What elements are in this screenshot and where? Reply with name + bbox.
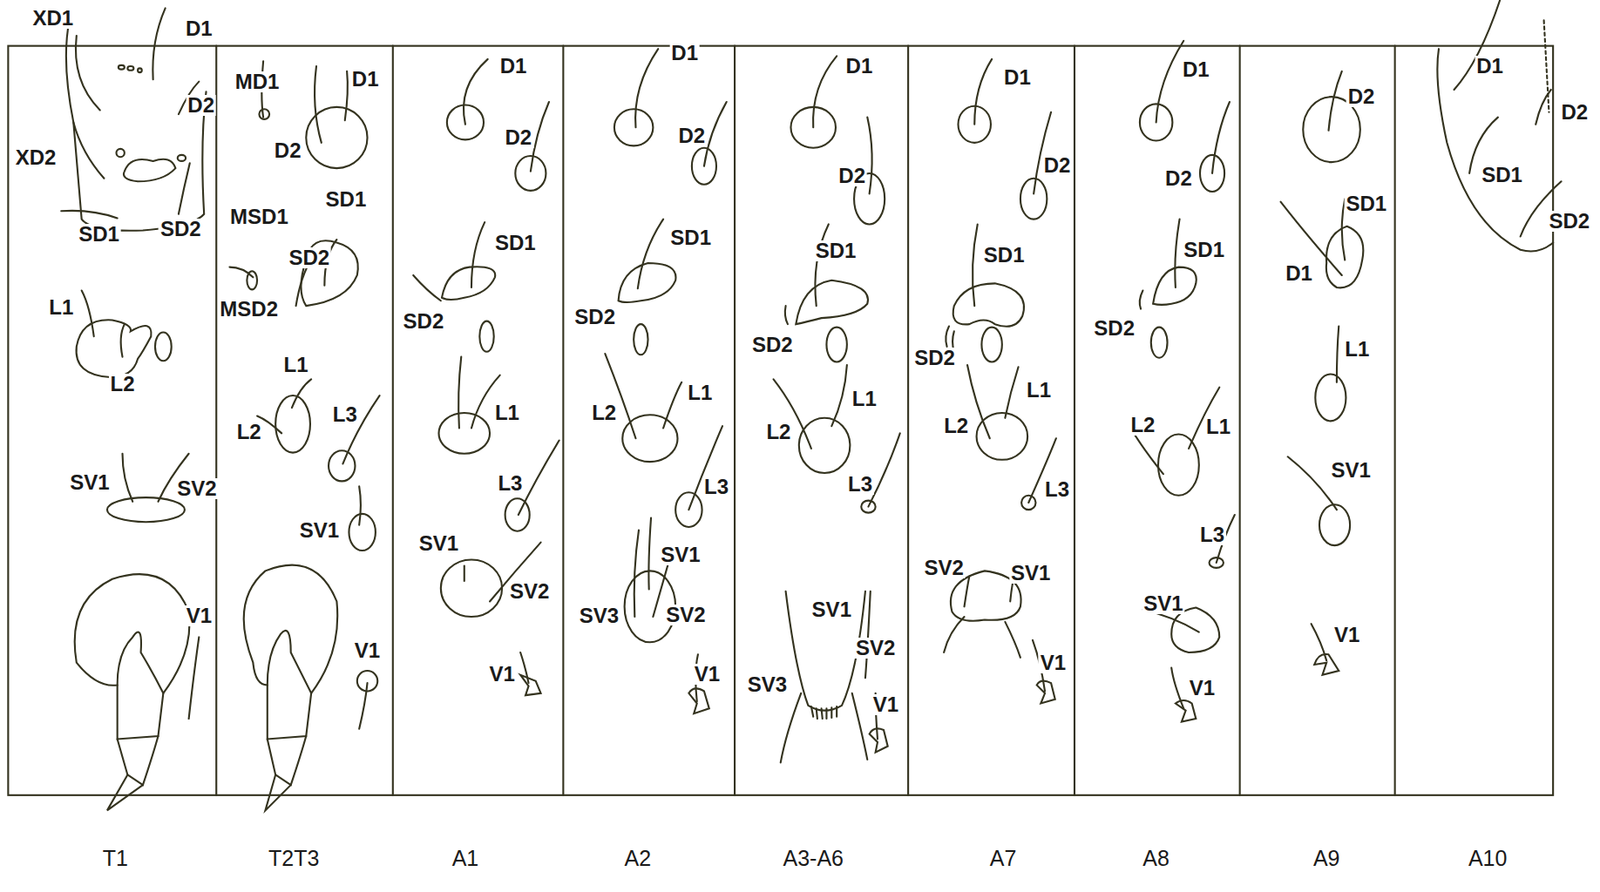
seta-label: D2 — [1559, 101, 1590, 123]
seta-label: V1 — [1187, 677, 1217, 699]
segment-label: T2T3 — [266, 847, 321, 870]
seta-label: XD1 — [31, 7, 76, 29]
seta-label: SV2 — [508, 581, 551, 603]
seta-label: V1 — [692, 664, 722, 685]
seta-label: SV1 — [1141, 593, 1185, 615]
seta-label: L2 — [942, 415, 970, 437]
seta-label: D2 — [272, 140, 304, 162]
seta-label: SD2 — [286, 247, 332, 269]
seta-label: L1 — [850, 388, 879, 410]
seta-label: V1 — [352, 640, 382, 662]
seta-label: SD2 — [750, 334, 795, 356]
segment-label: A2 — [623, 847, 654, 870]
segment-label: A8 — [1140, 847, 1172, 870]
seta-label: D2 — [502, 127, 534, 149]
seta-label: L1 — [493, 402, 522, 424]
seta-label: D1 — [498, 55, 529, 77]
seta-label: D1 — [1180, 59, 1212, 81]
seta-label: XD2 — [13, 147, 59, 169]
seta-label: L2 — [589, 402, 618, 424]
seta-label: V1 — [1038, 652, 1068, 674]
seta-label: V1 — [1332, 624, 1362, 646]
segment-label: A10 — [1466, 847, 1509, 870]
seta-label: D1 — [1474, 55, 1506, 77]
seta-label: V1 — [871, 694, 901, 716]
segment-label: A3-A6 — [780, 847, 845, 870]
seta-label: D1 — [183, 18, 215, 40]
seta-label: SV2 — [664, 604, 707, 626]
seta-label: L3 — [702, 476, 731, 498]
seta-label: SD1 — [813, 240, 859, 262]
segment-label: A9 — [1311, 847, 1343, 870]
seta-label: SD1 — [76, 223, 122, 245]
seta-label: SV2 — [175, 478, 218, 500]
seta-label: SD1 — [1181, 239, 1227, 261]
segment-label: A7 — [988, 847, 1019, 870]
seta-label: L3 — [1198, 524, 1227, 546]
seta-label: SV1 — [1009, 562, 1052, 584]
seta-label: SV1 — [417, 533, 461, 555]
segment-label: A1 — [450, 847, 482, 870]
seta-label: D1 — [669, 42, 700, 64]
seta-label: SD2 — [158, 218, 204, 240]
seta-label: D2 — [1346, 86, 1377, 108]
seta-label: MSD2 — [217, 298, 280, 320]
seta-label: SD2 — [1547, 210, 1593, 232]
seta-label: L2 — [764, 421, 793, 443]
seta-label: V1 — [487, 664, 516, 685]
seta-label: D1 — [1283, 263, 1315, 285]
seta-label: SV1 — [298, 520, 341, 542]
seta-label: L3 — [846, 474, 875, 495]
seta-label: L2 — [1128, 414, 1157, 436]
seta-label: L3 — [331, 404, 360, 426]
seta-label: L3 — [1043, 479, 1072, 501]
seta-label: L3 — [495, 473, 524, 495]
seta-label: SD1 — [1479, 164, 1525, 186]
seta-label: D2 — [836, 165, 868, 187]
seta-label: D2 — [1163, 168, 1194, 190]
seta-label: SV2 — [854, 637, 897, 659]
seta-label: L1 — [47, 297, 75, 319]
seta-label: SD1 — [1344, 193, 1390, 215]
seta-label: V1 — [184, 605, 214, 627]
seta-label: MSD1 — [228, 206, 291, 228]
seta-label: SV2 — [922, 557, 965, 579]
seta-label: SV1 — [810, 599, 854, 621]
seta-label: SD2 — [401, 311, 447, 333]
seta-label: SV1 — [67, 472, 111, 494]
seta-label: L1 — [282, 354, 311, 376]
segment-label: T1 — [101, 847, 130, 870]
seta-label: SV1 — [658, 544, 702, 566]
seta-label: D2 — [185, 94, 217, 116]
seta-label: SD2 — [572, 306, 617, 328]
seta-label: D2 — [677, 125, 708, 147]
seta-label: D1 — [844, 55, 875, 77]
seta-label: L1 — [1204, 416, 1233, 438]
seta-label: D1 — [350, 68, 381, 90]
seta-label: D1 — [1002, 67, 1033, 89]
seta-label: SV3 — [577, 605, 621, 627]
seta-label: SV3 — [745, 674, 789, 696]
seta-label: L2 — [235, 421, 264, 443]
seta-label: L1 — [685, 382, 714, 404]
seta-label: SD2 — [1091, 318, 1137, 339]
seta-label: D2 — [1042, 155, 1073, 177]
seta-label: L1 — [1024, 379, 1053, 401]
seta-label: MD1 — [233, 71, 282, 93]
seta-label: SD1 — [324, 189, 369, 211]
seta-label: SD1 — [668, 227, 713, 249]
seta-label: SD1 — [982, 244, 1027, 266]
seta-label: SD2 — [912, 347, 957, 369]
seta-label: L1 — [1342, 338, 1371, 360]
seta-label: SV1 — [1329, 460, 1373, 482]
seta-label: L2 — [108, 373, 136, 395]
seta-label: SD1 — [493, 232, 538, 254]
